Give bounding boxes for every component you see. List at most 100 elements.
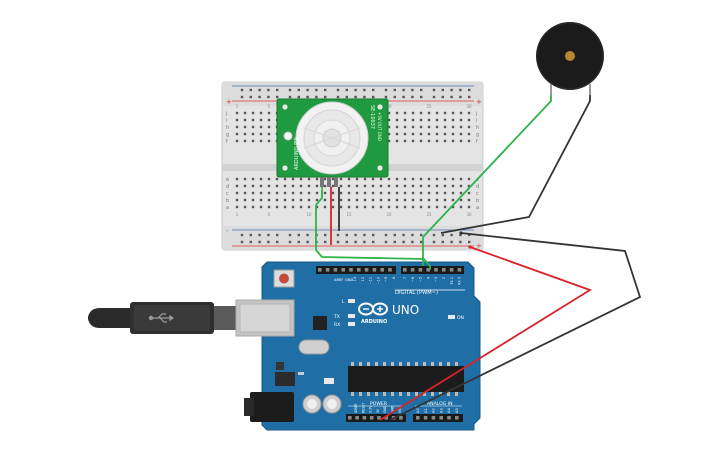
breadboard-hole — [275, 205, 279, 209]
breadboard-hole — [243, 184, 247, 188]
header-pin[interactable] — [362, 416, 367, 420]
header-pin[interactable] — [431, 416, 436, 420]
pir-pin-out[interactable] — [327, 177, 331, 187]
header-pin[interactable] — [457, 268, 462, 272]
breadboard-hole — [235, 191, 239, 195]
wire-buzzer-signal[interactable] — [422, 95, 552, 266]
rail-hole — [306, 233, 309, 237]
rail-hole — [441, 95, 444, 99]
rail-hole — [249, 233, 252, 237]
header-pin[interactable] — [418, 268, 423, 272]
rail-hole — [384, 240, 388, 244]
header-pin[interactable] — [449, 268, 454, 272]
row-letter: g — [476, 132, 479, 138]
header-pin[interactable] — [403, 268, 407, 272]
rail-hole — [258, 233, 261, 237]
breadboard-hole — [235, 118, 239, 122]
header-pin[interactable] — [341, 268, 345, 272]
breadboard-hole — [235, 125, 239, 129]
breadboard-hole — [419, 191, 423, 195]
breadboard-hole — [251, 125, 255, 129]
rail-hole — [468, 88, 471, 92]
header-pin[interactable] — [434, 268, 438, 272]
breadboard-hole — [275, 191, 279, 195]
rail-hole — [354, 240, 357, 244]
breadboard-hole — [267, 111, 271, 115]
breadboard-hole — [427, 139, 431, 143]
header-pin[interactable] — [447, 416, 451, 420]
breadboard-hole — [467, 132, 471, 136]
wires[interactable] — [315, 95, 642, 421]
rail-hole — [249, 88, 252, 92]
header-pin[interactable] — [355, 416, 359, 420]
header-pin[interactable] — [380, 268, 384, 272]
header-pin[interactable] — [416, 416, 420, 420]
wire-5v-to-arduino[interactable] — [379, 246, 593, 421]
breadboard-hole — [251, 139, 255, 143]
piezo-buzzer[interactable] — [536, 22, 604, 95]
rail-plus-label: + — [476, 242, 482, 250]
breadboard-hole — [419, 205, 423, 209]
header-pin[interactable] — [318, 268, 322, 272]
breadboard-hole — [259, 125, 263, 129]
led-l — [348, 299, 355, 303]
row-letter: i — [226, 118, 227, 124]
led-tx-label: TX — [333, 314, 340, 320]
header-pin[interactable] — [357, 268, 361, 272]
dc-power-jack[interactable] — [250, 392, 294, 422]
rail-hole — [240, 233, 244, 237]
header-pin[interactable] — [388, 268, 392, 272]
rail-hole — [441, 88, 444, 92]
header-pin[interactable] — [426, 268, 430, 272]
breadboard-hole — [403, 184, 407, 188]
breadboard-hole — [387, 198, 391, 202]
wire-ground-to-arduino[interactable] — [389, 232, 642, 421]
header-pin[interactable] — [455, 416, 459, 420]
header-pin[interactable] — [384, 416, 389, 420]
header-pin[interactable] — [439, 416, 443, 420]
header-pin[interactable] — [423, 416, 428, 420]
breadboard-hole — [259, 118, 263, 122]
breadboard-hole — [251, 177, 255, 181]
rail-hole — [432, 88, 436, 92]
breadboard-hole — [331, 184, 335, 188]
digital-pin-label: 2 — [442, 277, 446, 279]
header-pin[interactable] — [349, 268, 353, 272]
rail-hole — [288, 240, 292, 244]
pir-pin-gnd[interactable] — [334, 177, 338, 187]
breadboard-hole — [243, 191, 247, 195]
header-pin[interactable] — [325, 268, 330, 272]
breadboard-hole — [411, 132, 415, 136]
digital-header[interactable] — [316, 266, 464, 274]
header-pin[interactable] — [399, 416, 403, 420]
analog-pin-label: A0 — [416, 408, 420, 413]
header-pin[interactable] — [348, 416, 352, 420]
led-on-label: ON — [457, 315, 464, 321]
wire-pir-signal[interactable] — [315, 187, 431, 270]
rail-hole — [372, 95, 375, 99]
led-rx-label: RX — [334, 322, 340, 328]
breadboard-hole — [259, 132, 263, 136]
breadboard-hole — [459, 205, 463, 209]
rail-hole — [345, 95, 348, 99]
wire-buzzer-gnd[interactable] — [440, 95, 591, 234]
pir-pin-vcc[interactable] — [320, 177, 324, 187]
header-pin[interactable] — [377, 416, 381, 420]
breadboard-hole — [451, 125, 455, 129]
header-pin[interactable] — [410, 268, 415, 272]
rail-hole — [315, 88, 318, 92]
breadboard-hole — [435, 132, 439, 136]
header-pin[interactable] — [369, 416, 374, 420]
header-pin[interactable] — [372, 268, 377, 272]
pir-sensor[interactable]: ARDUINO PIR SE-10037 +5V OUT GND — [276, 98, 389, 187]
power-header[interactable] — [346, 414, 463, 422]
rail-hole — [363, 95, 366, 99]
header-pin[interactable] — [364, 268, 369, 272]
header-pin[interactable] — [442, 268, 446, 272]
rail-hole — [336, 233, 340, 237]
breadboard-hole — [459, 125, 463, 129]
header-pin[interactable] — [333, 268, 338, 272]
crystal-oscillator — [298, 339, 330, 355]
